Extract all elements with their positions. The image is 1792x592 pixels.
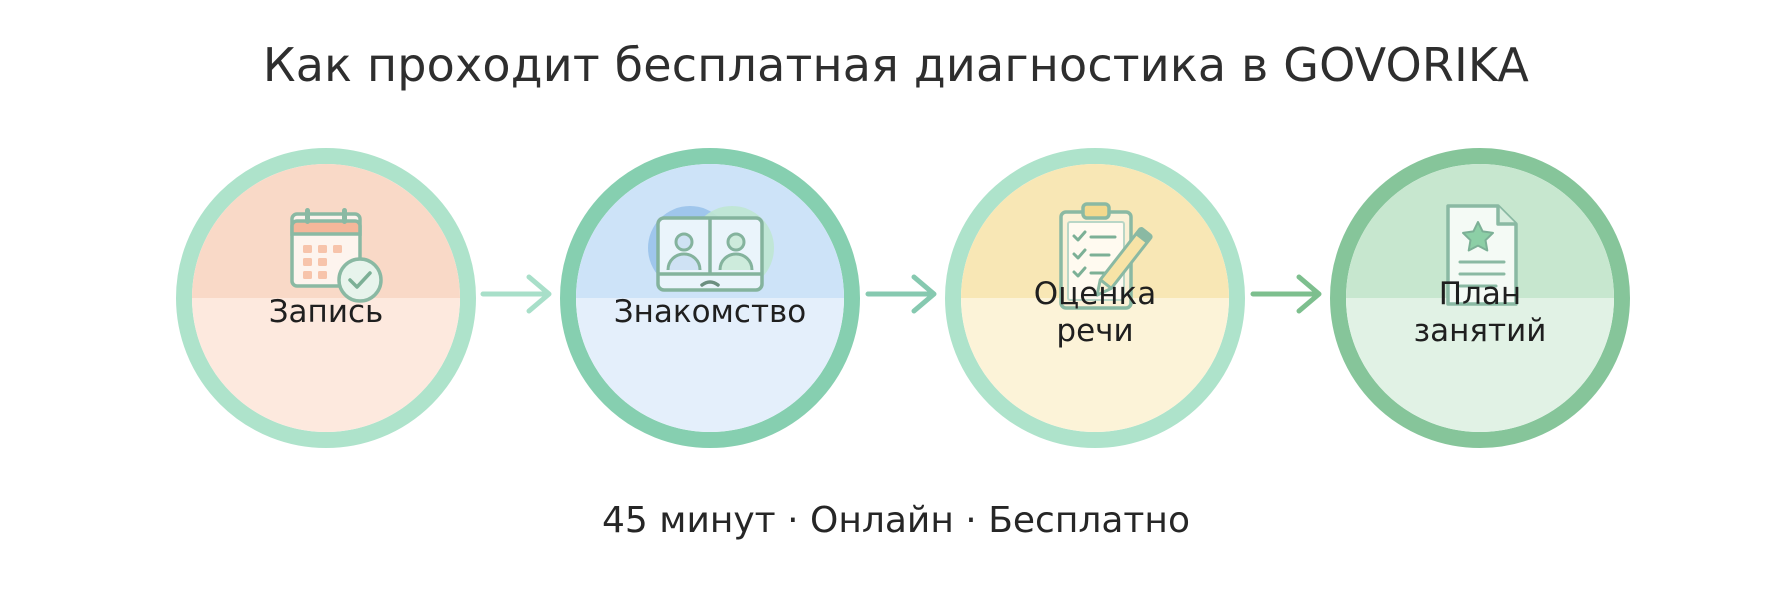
arrow-right-icon (480, 274, 552, 314)
circle-bottom-half (576, 298, 844, 432)
page-title: Как проходит бесплатная диагностика в GO… (262, 38, 1530, 92)
step-zapis: Запись (176, 148, 476, 448)
document-star-icon (1446, 204, 1518, 306)
circle-bottom-half (192, 298, 460, 432)
clipboard-checklist-icon (1059, 202, 1153, 310)
step-label-line: Знакомство (613, 294, 807, 330)
step-ocenka-rechi: Оценка речи (945, 148, 1245, 448)
step-label: План занятий (1350, 276, 1610, 350)
step-label-line: План (1438, 276, 1522, 312)
circle-bottom-half (961, 298, 1229, 432)
video-call-icon (648, 206, 774, 292)
footer-summary: 45 минут · Онлайн · Бесплатно (602, 500, 1190, 541)
step-label-line: Запись (268, 294, 384, 330)
step-label-line: Оценка (1033, 276, 1157, 312)
step-znakomstvo: Знакомство (560, 148, 860, 448)
arrow-right-icon (1250, 274, 1322, 314)
step-label-line: занятий (1413, 313, 1547, 349)
step-label: Знакомство (580, 294, 840, 331)
step-label-line: речи (1056, 313, 1134, 349)
circle-bottom-half (1346, 298, 1614, 432)
calendar-check-icon (290, 208, 383, 303)
step-label: Оценка речи (965, 276, 1225, 350)
step-plan-zanyatiy: План занятий (1330, 148, 1630, 448)
step-label: Запись (196, 294, 456, 331)
arrow-right-icon (865, 274, 937, 314)
